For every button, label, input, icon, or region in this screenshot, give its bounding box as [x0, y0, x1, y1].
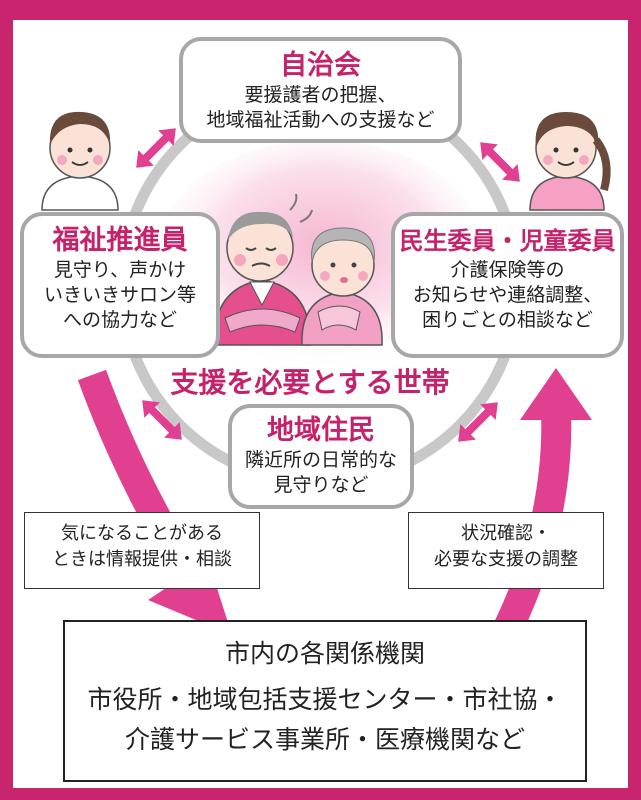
jichikai-line-2: 地域福祉活動への支援など [206, 109, 435, 131]
girl-illustration [529, 112, 611, 211]
jichikai-box: 自治会 要援護者の把握、 地域福祉活動への支援など [179, 37, 462, 143]
arrow-bottom-left [142, 400, 182, 440]
agency-line-1: 市役所・地域包括支援センター・市社協・ [87, 685, 563, 714]
fukushi-line-1: 見守り、声かけ [53, 259, 187, 281]
chiiki-line-2: 見守りなど [273, 474, 369, 496]
jichikai-title: 自治会 [280, 50, 361, 81]
arrow-top-left [136, 128, 176, 168]
arrow-down-to-agencies [77, 369, 232, 635]
elderly-couple-illustration [214, 193, 383, 346]
minsei-line-3: 困りごとの相談など [422, 309, 593, 331]
fukushi-line-2: いきいきサロン等 [43, 284, 196, 306]
chiiki-box: 地域住民 隣近所の日常的な 見守りなど [228, 404, 414, 509]
header-bar [0, 0, 641, 20]
agency-heading: 市内の各関係機関 [224, 639, 425, 668]
minsei-box: 民生委員・児童委員 介護保険等の お知らせや連絡調整、 困りごとの相談など [391, 212, 624, 358]
note-right-line-1: 状況確認・ [461, 523, 551, 544]
center-label: 支援を必要とする世帯 [170, 366, 450, 399]
chiiki-title: 地域住民 [267, 415, 375, 446]
chiiki-line-1: 隣近所の日常的な [244, 449, 397, 471]
agency-box: 市内の各関係機関 市役所・地域包括支援センター・市社協・ 介護サービス事業所・医… [63, 620, 587, 782]
note-right-line-2: 必要な支援の調整 [434, 549, 578, 570]
minsei-line-2: お知らせや連絡調整、 [412, 284, 603, 306]
note-left-line-1: 気になることがある [61, 523, 223, 544]
fukushi-box: 福祉推進員 見守り、声かけ いきいきサロン等 への協力など [20, 212, 220, 358]
arrow-bottom-right [458, 402, 498, 442]
note-left-line-2: ときは情報提供・相談 [52, 549, 232, 570]
minsei-line-1: 介護保険等の [450, 259, 565, 281]
minsei-title: 民生委員・児童委員 [399, 227, 616, 255]
arrow-up-to-circle [494, 368, 592, 635]
note-right: 状況確認・ 必要な支援の調整 [408, 512, 604, 589]
connector-arrows [136, 128, 520, 442]
agency-line-2: 介護サービス事業所・医療機関など [124, 725, 525, 754]
fukushi-line-3: への協力など [62, 309, 177, 331]
fukushi-title: 福祉推進員 [52, 225, 188, 256]
arrow-top-right [480, 142, 520, 182]
note-left: 気になることがある ときは情報提供・相談 [24, 512, 260, 589]
boy-illustration [41, 111, 119, 211]
jichikai-line-1: 要援護者の把握、 [244, 84, 397, 106]
